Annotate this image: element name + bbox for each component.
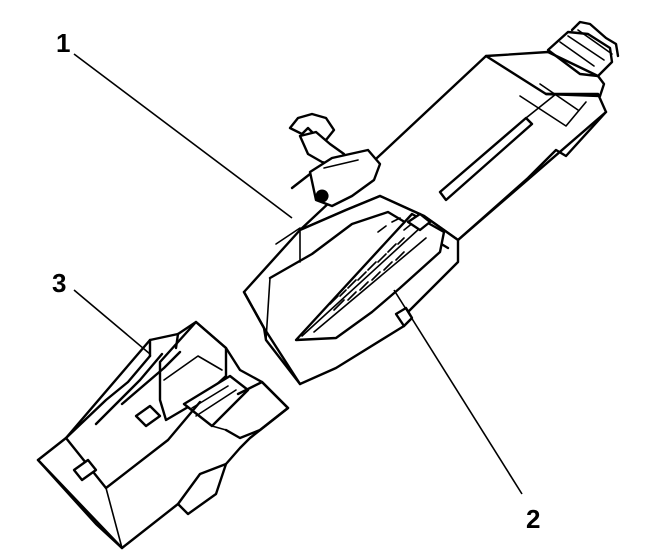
leader-line-3 [73,289,151,355]
callout-3: 3 [52,268,66,298]
callout-1: 1 [56,28,70,58]
locking-latch [288,112,382,208]
callout-2: 2 [526,504,540,534]
connector-face [242,194,460,386]
leader-line-2 [393,289,523,495]
main-housing-body [298,50,608,242]
connector-housing-assembly [242,20,620,386]
mating-connector [36,320,290,550]
cable-end [546,20,620,102]
leader-line-1 [73,53,293,219]
